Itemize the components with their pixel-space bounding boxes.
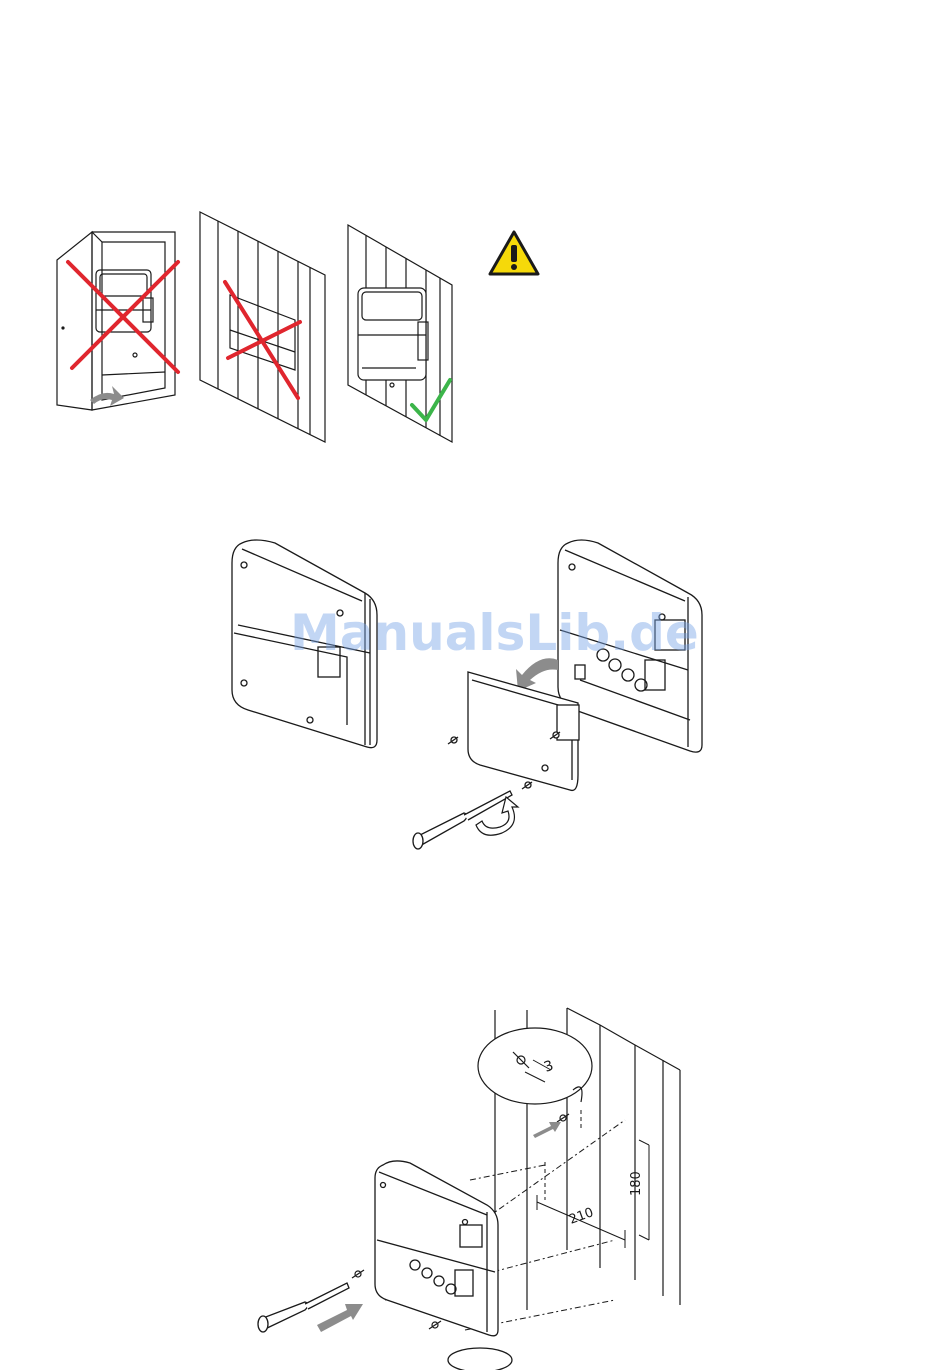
screwdriver-icon <box>258 1283 349 1332</box>
panel-wall-wrong <box>200 212 325 442</box>
dimension-width: 210 <box>567 1205 595 1228</box>
dimension-height: 180 <box>629 1171 644 1196</box>
cross-mark-icon <box>225 282 300 398</box>
watermark: ManualsLib.de <box>290 604 699 662</box>
panel-wall-correct <box>348 225 452 442</box>
panel-cabinet <box>57 232 175 410</box>
figure-mounting-location <box>40 200 560 460</box>
figure-wall-mount: 3 180 210 <box>255 1000 695 1370</box>
push-arrow-icon <box>533 1122 561 1138</box>
check-mark-icon <box>412 380 450 420</box>
device-open <box>375 1161 498 1336</box>
cross-mark-icon <box>68 262 178 372</box>
warning-icon <box>490 232 538 274</box>
push-arrow-icon <box>317 1304 363 1332</box>
page-number-oval <box>448 1348 512 1370</box>
figure-remove-cover <box>220 535 720 855</box>
rotate-arrow-icon <box>516 658 558 691</box>
rotate-arrow-icon <box>90 386 124 406</box>
screwdriver-icon <box>413 791 512 849</box>
detail-bubble: 3 <box>478 1028 592 1104</box>
